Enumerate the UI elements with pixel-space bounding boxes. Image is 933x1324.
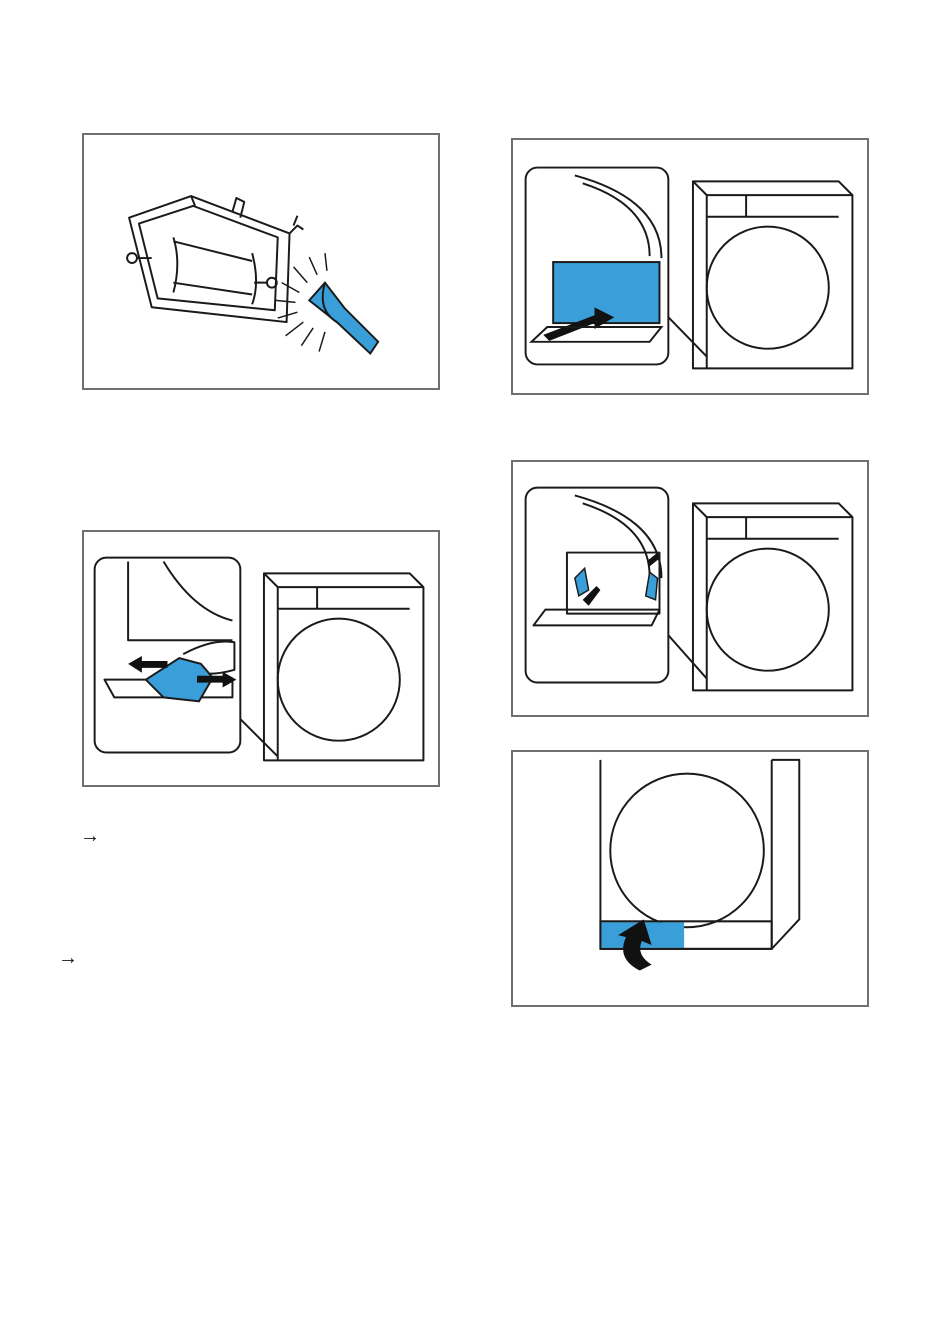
- fig-insert-heat-exchanger: [511, 138, 869, 395]
- detail-inset: [95, 558, 241, 753]
- remove-fluff-illustration: [84, 532, 438, 785]
- fig-remove-fluff-from-seals: [82, 530, 440, 787]
- dryer-door: [278, 619, 400, 741]
- lock-levers-illustration: [513, 462, 867, 715]
- dryer-outline: [693, 503, 852, 690]
- dryer-door: [610, 774, 764, 928]
- close-flap-illustration: [513, 752, 867, 1005]
- dryer-outline: [693, 181, 852, 368]
- result-arrow: →: [58, 948, 78, 968]
- dryer-door: [707, 549, 829, 671]
- dryer-door: [707, 227, 829, 349]
- dryer-outline: [264, 573, 423, 760]
- result-arrow: →: [80, 826, 100, 846]
- brush-cleaning-icon: [276, 253, 378, 353]
- fig-lock-levers: [511, 460, 869, 717]
- insert-heat-exchanger-illustration: [513, 140, 867, 393]
- brush-body: [309, 283, 378, 354]
- heat-exchanger-cleaning-illustration: [84, 135, 438, 388]
- fig-cleaning-heat-exchanger: [82, 133, 440, 390]
- fig-close-maintenance-flap: [511, 750, 869, 1007]
